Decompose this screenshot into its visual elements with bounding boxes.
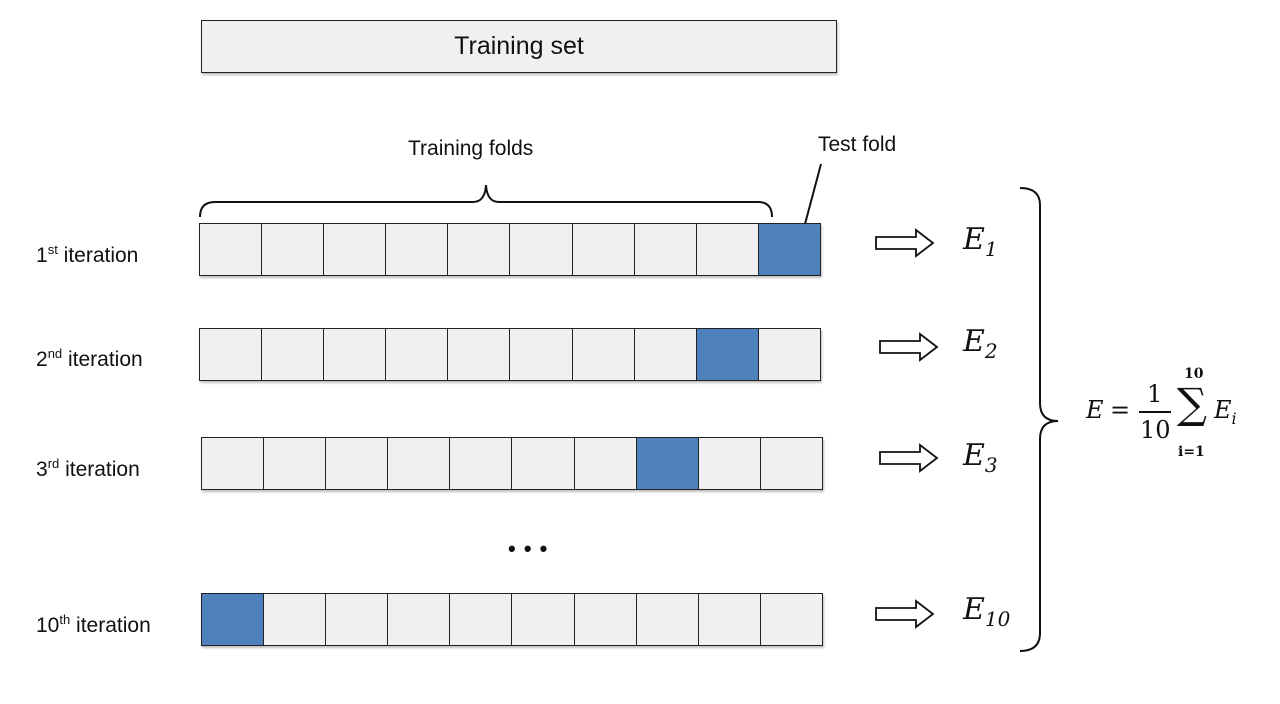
training-fold-cell <box>571 223 636 276</box>
test-fold-label: Test fold <box>818 133 897 156</box>
training-fold-cell <box>325 593 389 646</box>
iteration-label-1: 1st iteration <box>36 242 139 267</box>
iteration-label-3: 3rd iteration <box>36 456 140 481</box>
training-fold-cell <box>449 593 513 646</box>
training-fold-cell <box>199 223 263 276</box>
test-fold-cell <box>635 437 700 490</box>
error-label-1: E1 <box>963 222 998 261</box>
iteration-label-10: 10th iteration <box>36 612 151 637</box>
sum-symbol: ∑ <box>1177 379 1207 428</box>
training-fold-cell <box>509 223 574 276</box>
training-fold-cell <box>695 223 760 276</box>
training-set-label: Training set <box>454 32 584 60</box>
arrow-right-icon <box>875 228 935 258</box>
iteration-label-2: 2nd iteration <box>36 346 143 371</box>
training-folds-label: Training folds <box>408 137 534 160</box>
training-fold-cell <box>633 223 698 276</box>
training-fold-cell <box>263 437 327 490</box>
training-fold-cell <box>323 223 387 276</box>
sum-upper-limit: 10 <box>1184 366 1204 382</box>
test-fold-cell <box>201 593 265 646</box>
formula-numerator: 1 <box>1147 380 1163 408</box>
training-fold-cell <box>759 437 824 490</box>
training-fold-cell <box>509 328 574 381</box>
arrow-right-icon <box>879 443 939 473</box>
training-fold-cell <box>511 593 576 646</box>
training-set-box: Training set <box>201 20 837 73</box>
training-fold-cell <box>199 328 263 381</box>
error-label-2: E2 <box>963 324 998 363</box>
training-fold-cell <box>759 593 824 646</box>
training-fold-cell <box>263 593 327 646</box>
training-fold-cell <box>447 328 511 381</box>
training-folds-brace <box>199 184 773 218</box>
fold-row-2 <box>199 328 822 381</box>
arrow-right-icon <box>875 599 935 629</box>
training-fold-cell <box>697 593 762 646</box>
training-fold-cell <box>635 593 700 646</box>
average-error-formula: E = 1 10 10 ∑ i=1 Ei <box>1084 366 1274 466</box>
training-fold-cell <box>261 328 325 381</box>
training-fold-cell <box>633 328 698 381</box>
arrow-right-icon <box>879 332 939 362</box>
training-fold-cell <box>387 593 451 646</box>
training-fold-cell <box>325 437 389 490</box>
test-fold-cell <box>757 223 822 276</box>
training-fold-cell <box>323 328 387 381</box>
error-label-3: E3 <box>963 438 998 477</box>
training-fold-cell <box>261 223 325 276</box>
training-fold-cell <box>571 328 636 381</box>
training-fold-cell <box>447 223 511 276</box>
sum-lower-limit: i=1 <box>1178 444 1205 460</box>
training-fold-cell <box>573 593 638 646</box>
training-fold-cell <box>757 328 822 381</box>
formula-denominator: 10 <box>1140 416 1171 444</box>
formula-term: Ei <box>1214 396 1237 428</box>
formula-lhs: E <box>1086 396 1104 424</box>
training-fold-cell <box>385 328 449 381</box>
training-fold-cell <box>697 437 762 490</box>
training-fold-cell <box>387 437 451 490</box>
training-fold-cell <box>511 437 576 490</box>
fold-row-10 <box>201 593 824 646</box>
training-fold-cell <box>385 223 449 276</box>
error-label-10: E10 <box>963 592 1011 631</box>
fraction-bar <box>1139 411 1171 413</box>
formula-equals: = <box>1110 396 1131 424</box>
test-fold-cell <box>695 328 760 381</box>
training-fold-cell <box>201 437 265 490</box>
errors-brace <box>1019 187 1059 652</box>
training-fold-cell <box>449 437 513 490</box>
ellipsis: • • • <box>508 536 549 561</box>
test-fold-pointer <box>804 163 822 225</box>
fold-row-3 <box>201 437 824 490</box>
fold-row-1 <box>199 223 822 276</box>
training-fold-cell <box>573 437 638 490</box>
